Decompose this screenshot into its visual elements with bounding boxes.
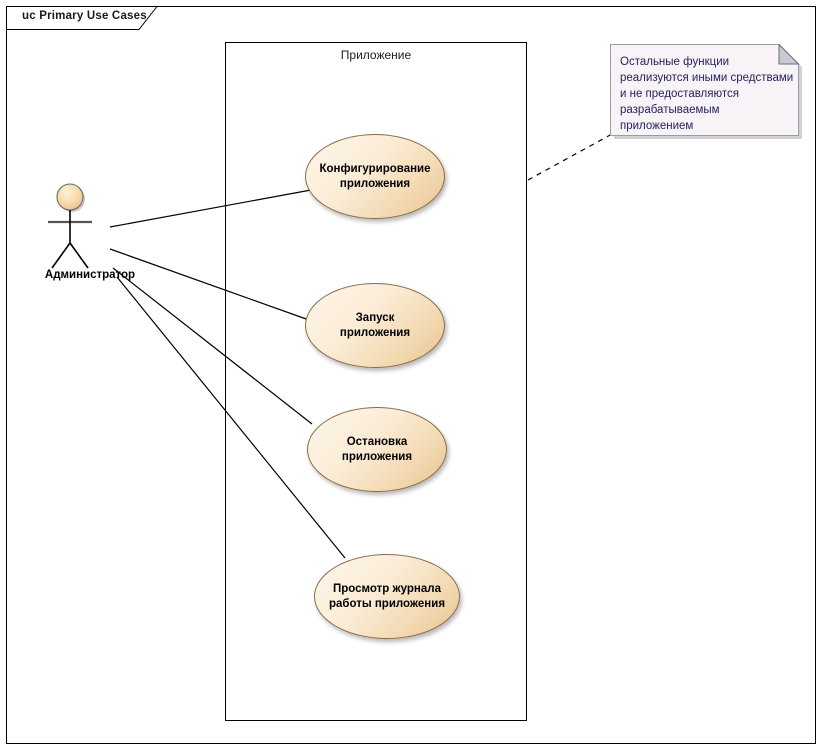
use-case-label: Запуск приложения <box>339 311 411 339</box>
actor-stick-figure-icon <box>48 183 92 269</box>
use-case-label: Просмотр журнала работы приложения <box>328 582 446 610</box>
use-case-ellipse <box>305 283 445 368</box>
use-case-view-application-log[interactable]: Просмотр журнала работы приложения <box>314 554 460 639</box>
use-case-ellipse <box>305 134 445 219</box>
note-box[interactable]: Остальные функции реализуются иными сред… <box>610 44 802 139</box>
use-case-stop-application[interactable]: Остановка приложения <box>307 407 447 492</box>
actor-label: Администратор <box>44 269 136 281</box>
diagram-title: uc Primary Use Cases <box>22 10 147 22</box>
system-boundary-label: Приложение <box>340 48 412 62</box>
use-case-label: Конфигурирование приложения <box>319 162 431 190</box>
use-case-ellipse <box>314 554 460 639</box>
actor-administrator[interactable]: Администратор <box>30 180 150 290</box>
use-case-start-application[interactable]: Запуск приложения <box>305 283 445 368</box>
use-case-label: Остановка приложения <box>341 435 413 463</box>
use-case-ellipse <box>307 407 447 492</box>
diagram-frame-tab: uc Primary Use Cases <box>6 6 158 30</box>
note-text: Остальные функции реализуются иными сред… <box>620 56 794 132</box>
use-case-configure-application[interactable]: Конфигурирование приложения <box>305 134 445 219</box>
